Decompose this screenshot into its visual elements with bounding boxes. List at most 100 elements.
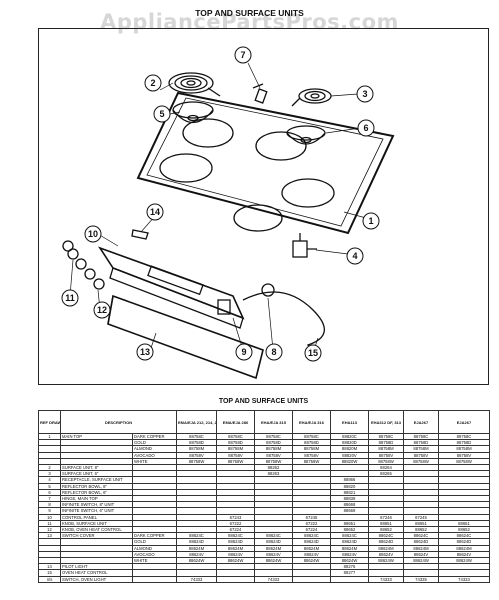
reflector-bowl-8 (172, 101, 214, 124)
cell-part-number (438, 470, 490, 478)
cell-part-number (216, 575, 255, 583)
svg-text:11: 11 (65, 293, 75, 303)
column-header: EMA/EJA 286 (216, 410, 255, 434)
callout-7: 7 (234, 46, 252, 64)
cell-part-number: 74335 (403, 575, 439, 583)
cell-part-number: 88758W (438, 457, 490, 466)
cell-part-number: 88758M (438, 445, 490, 453)
watermark: AppliancePartsPros.com (100, 10, 399, 34)
column-header: EJA267 (438, 410, 490, 434)
cell-part-number: 88758D (438, 439, 490, 447)
callouts: 1 2 3 4 5 6 7 8 9 10 11 12 13 14 15 (61, 46, 380, 362)
column-header: EJA267 (403, 410, 439, 434)
svg-text:4: 4 (352, 251, 357, 261)
callout-15: 15 (304, 344, 322, 362)
switch-cover (107, 294, 264, 380)
callout-8: 8 (265, 343, 283, 361)
diagram-frame (38, 28, 489, 385)
cell-part-number (438, 488, 490, 497)
svg-text:14: 14 (150, 207, 160, 217)
hinge-main-top (252, 83, 268, 104)
svg-text:2: 2 (150, 78, 155, 88)
cell-part-number (438, 495, 490, 503)
cell-part-number: 88758V (438, 451, 490, 459)
surface-unit-6 (291, 88, 332, 107)
callout-4: 4 (346, 247, 364, 265)
svg-text:9: 9 (241, 347, 246, 357)
cell-part-number: 88624M (438, 544, 490, 552)
cell-part-number: 74333 (254, 575, 293, 583)
cell-part-number (438, 482, 490, 490)
pilot-light (131, 229, 149, 240)
cell-part-number: 88758C (438, 432, 490, 441)
exploded-parts-diagram: 1 2 3 4 5 6 7 8 9 10 11 12 13 14 15 (61, 46, 395, 380)
svg-text:15: 15 (308, 348, 318, 358)
svg-text:7: 7 (240, 50, 245, 60)
column-header: DESCRIPTION (60, 410, 177, 434)
svg-text:3: 3 (362, 89, 367, 99)
infinite-switch-6 (217, 299, 231, 315)
knobs (62, 240, 105, 290)
svg-text:6: 6 (363, 123, 368, 133)
callout-1: 1 (362, 212, 380, 230)
column-header: EHA/EJA 315 (254, 410, 293, 434)
callout-5: 5 (153, 105, 171, 123)
cell-part-number: 88624D (438, 538, 490, 546)
cell-part-number (438, 476, 490, 484)
column-header: EHA113 (330, 410, 369, 434)
cell-part-number: 74333 (368, 575, 404, 583)
callout-9: 9 (235, 343, 253, 361)
oven-heat-control (242, 291, 325, 356)
cell-part-number: 88652 (438, 526, 490, 534)
diagram-title: TOP AND SURFACE UNITS (195, 8, 304, 18)
callout-2: 2 (144, 74, 162, 92)
cell-part-number (330, 575, 369, 583)
callout-3: 3 (356, 85, 374, 103)
svg-text:12: 12 (97, 305, 107, 315)
column-header: EHA312 DF, 313 (368, 410, 404, 434)
cell-part-number: 88624C (438, 532, 490, 540)
cell-desc: SWITCH, OVEN LIGHT (60, 575, 133, 583)
cell-part-number: 88624W (438, 557, 490, 565)
cell-part-number (292, 575, 331, 583)
svg-text:8: 8 (271, 347, 276, 357)
svg-text:5: 5 (159, 109, 164, 119)
cell-part-number (438, 501, 490, 509)
control-panel (98, 246, 245, 329)
cell-part-number (438, 463, 490, 472)
column-header: EMA/EJA 212, 214, 226 (176, 410, 217, 434)
cell-desc: KNOB, OVEN HEAT CONTROL (60, 526, 133, 534)
svg-text:10: 10 (88, 229, 98, 239)
callout-11: 11 (61, 289, 79, 307)
column-header: EHA/EJA 316 (292, 410, 331, 434)
cell-desc: RECEPTACLE, SURFACE UNIT (60, 476, 133, 484)
main-top (136, 91, 395, 235)
svg-text:13: 13 (140, 347, 150, 357)
cell-color (132, 575, 177, 583)
callout-12: 12 (93, 301, 111, 319)
callout-10: 10 (84, 225, 102, 243)
cell-part-number: 74333 (176, 575, 217, 583)
cell-part-number: 88651 (438, 519, 490, 528)
parts-table-title: TOP AND SURFACE UNITS (218, 398, 309, 405)
